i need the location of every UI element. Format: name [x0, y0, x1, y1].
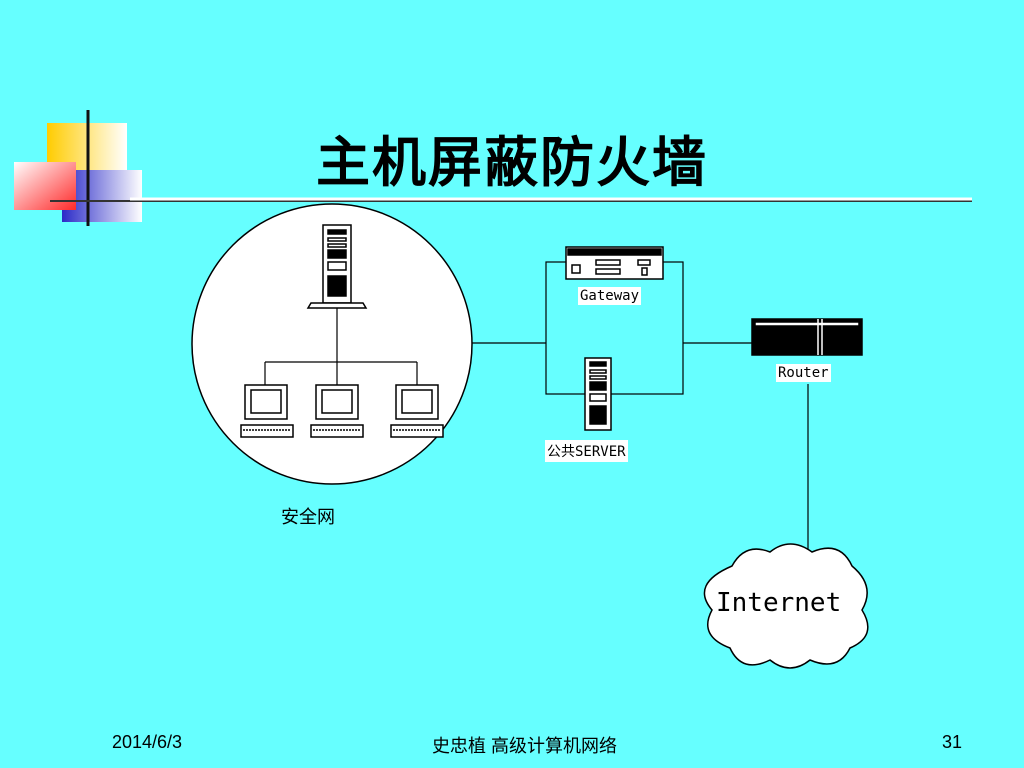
secure-network-label: 安全网	[281, 507, 335, 528]
router-icon	[751, 318, 863, 356]
gateway-label: Gateway	[578, 287, 642, 305]
internal-server-icon	[306, 224, 368, 309]
workstation-icon	[390, 384, 444, 438]
gateway-icon	[565, 246, 664, 280]
footer-page-number: 31	[942, 732, 963, 752]
workstation-icon	[240, 384, 294, 438]
slide-title: 主机屏蔽防火墙	[316, 130, 708, 194]
router-label: Router	[776, 364, 831, 382]
public-server-label: 公共SERVER	[545, 440, 628, 462]
public-server-icon	[584, 357, 612, 431]
internet-label: Internet	[716, 588, 842, 618]
footer-date: 2014/6/3	[112, 732, 183, 752]
perimeter-wiring	[472, 261, 809, 550]
lan-wiring	[264, 308, 418, 385]
footer-center-text: 史忠植 高级计算机网络	[432, 736, 617, 756]
workstation-icon	[310, 384, 364, 438]
internet-cloud-icon	[703, 543, 869, 669]
